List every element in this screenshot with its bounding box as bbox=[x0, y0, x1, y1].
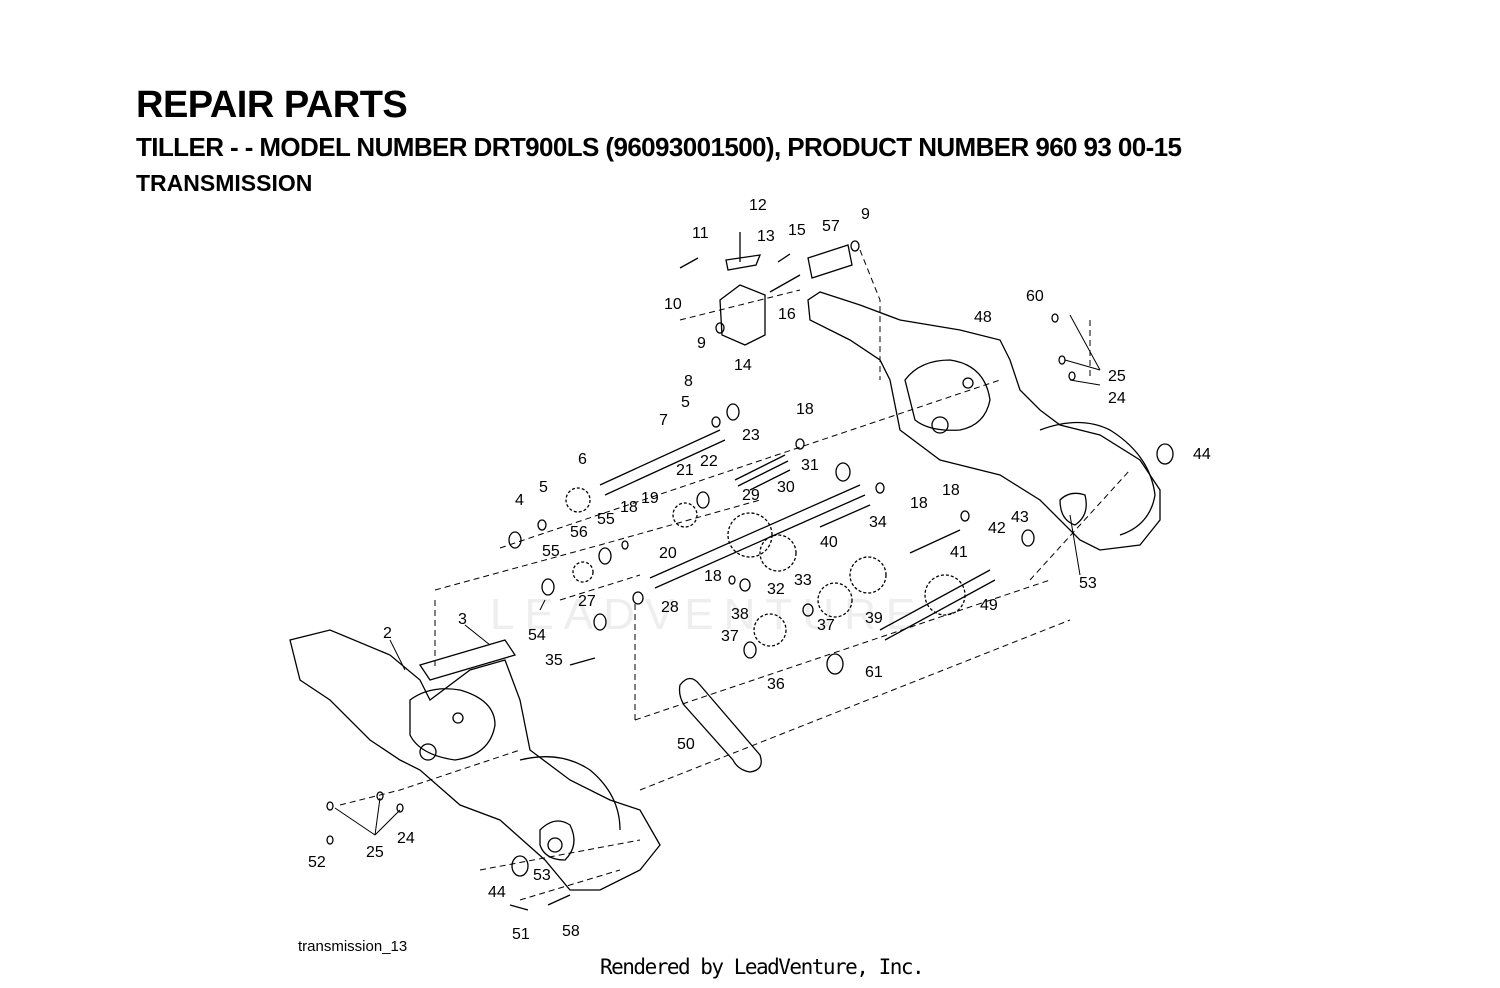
part-callout-24: 24 bbox=[1108, 390, 1126, 407]
part-callout-9: 9 bbox=[697, 335, 706, 352]
part-callout-21: 21 bbox=[676, 462, 694, 479]
part-callout-36: 36 bbox=[767, 676, 785, 693]
part-callout-28: 28 bbox=[661, 599, 679, 616]
part-callout-31: 31 bbox=[801, 457, 819, 474]
part-callout-50: 50 bbox=[677, 736, 695, 753]
bearings-washers bbox=[326, 240, 1174, 877]
part-callout-13: 13 bbox=[757, 228, 775, 245]
part-callout-25: 25 bbox=[366, 844, 384, 861]
drive-belt-50 bbox=[678, 677, 762, 773]
part-callout-19: 19 bbox=[641, 490, 659, 507]
part-callout-58: 58 bbox=[562, 923, 580, 940]
part-callout-49: 49 bbox=[980, 597, 998, 614]
part-callout-44: 44 bbox=[488, 884, 506, 901]
part-callout-16: 16 bbox=[778, 306, 796, 323]
part-callout-8: 8 bbox=[684, 373, 693, 390]
part-callout-60: 60 bbox=[1026, 288, 1044, 305]
part-callout-42: 42 bbox=[988, 520, 1006, 537]
section-heading: TRANSMISSION bbox=[136, 170, 313, 196]
part-callout-18: 18 bbox=[796, 401, 814, 418]
part-callout-48: 48 bbox=[974, 309, 992, 326]
part-callout-6: 6 bbox=[578, 451, 587, 468]
part-callout-22: 22 bbox=[700, 453, 718, 470]
part-callout-55: 55 bbox=[542, 543, 560, 560]
part-callout-34: 34 bbox=[869, 514, 887, 531]
part-callout-33: 33 bbox=[794, 572, 812, 589]
part-callout-18: 18 bbox=[942, 482, 960, 499]
model-subtitle: TILLER - - MODEL NUMBER DRT900LS (960930… bbox=[136, 132, 1182, 162]
part-callout-27: 27 bbox=[578, 593, 596, 610]
callout-labels: 2345567899101112131415161818181818192021… bbox=[308, 197, 1211, 943]
part-callout-53: 53 bbox=[1079, 575, 1097, 592]
part-callout-9: 9 bbox=[861, 206, 870, 223]
part-callout-4: 4 bbox=[515, 492, 524, 509]
part-callout-41: 41 bbox=[950, 544, 968, 561]
shift-assembly bbox=[679, 232, 853, 346]
part-callout-18: 18 bbox=[620, 499, 638, 516]
part-callout-14: 14 bbox=[734, 357, 752, 374]
part-callout-56: 56 bbox=[570, 524, 588, 541]
page-title: REPAIR PARTS bbox=[136, 84, 408, 126]
part-callout-24: 24 bbox=[397, 830, 415, 847]
part-callout-55: 55 bbox=[597, 511, 615, 528]
part-callout-10: 10 bbox=[664, 296, 682, 313]
part-callout-37: 37 bbox=[817, 617, 835, 634]
rendered-by-credit: Rendered by LeadVenture, Inc. bbox=[600, 955, 925, 979]
part-callout-52: 52 bbox=[308, 854, 326, 871]
part-callout-51: 51 bbox=[512, 926, 530, 943]
part-callout-40: 40 bbox=[820, 534, 838, 551]
assembly-dashed-lines bbox=[339, 249, 1131, 901]
part-callout-20: 20 bbox=[659, 545, 677, 562]
part-callout-15: 15 bbox=[788, 222, 806, 239]
part-callout-5: 5 bbox=[539, 479, 548, 496]
part-callout-18: 18 bbox=[704, 568, 722, 585]
part-callout-57: 57 bbox=[822, 218, 840, 235]
part-callout-25: 25 bbox=[1108, 368, 1126, 385]
part-callout-44: 44 bbox=[1193, 446, 1211, 463]
shafts bbox=[599, 429, 996, 641]
gears bbox=[565, 487, 966, 647]
part-callout-29: 29 bbox=[742, 487, 760, 504]
left-housing-2 bbox=[289, 629, 661, 891]
callout-leader-lines bbox=[334, 314, 1101, 836]
part-callout-2: 2 bbox=[383, 625, 392, 642]
part-callout-3: 3 bbox=[458, 611, 467, 628]
part-callout-61: 61 bbox=[865, 664, 883, 681]
part-callout-38: 38 bbox=[731, 606, 749, 623]
part-callout-37: 37 bbox=[721, 628, 739, 645]
part-callout-39: 39 bbox=[865, 610, 883, 627]
part-callout-32: 32 bbox=[767, 581, 785, 598]
right-housing-48 bbox=[807, 291, 1161, 551]
part-callout-35: 35 bbox=[545, 652, 563, 669]
part-callout-12: 12 bbox=[749, 197, 767, 214]
figure-id: transmission_13 bbox=[298, 938, 408, 955]
part-callout-43: 43 bbox=[1011, 509, 1029, 526]
bolts bbox=[509, 657, 596, 911]
part-callout-53: 53 bbox=[533, 867, 551, 884]
part-callout-30: 30 bbox=[777, 479, 795, 496]
part-callout-18: 18 bbox=[910, 495, 928, 512]
part-callout-7: 7 bbox=[659, 412, 668, 429]
part-callout-5: 5 bbox=[681, 394, 690, 411]
part-callout-23: 23 bbox=[742, 427, 760, 444]
part-callout-11: 11 bbox=[692, 225, 709, 242]
part-callout-54: 54 bbox=[528, 627, 546, 644]
